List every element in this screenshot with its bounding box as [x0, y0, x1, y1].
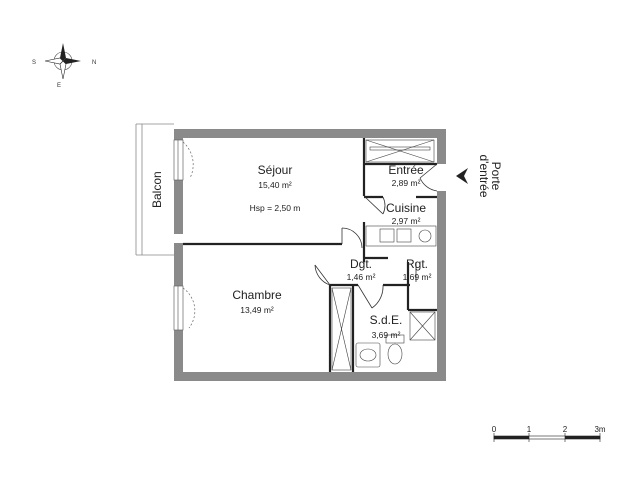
cuisine-name: Cuisine [386, 201, 426, 215]
cuisine-area: 2,97 m² [392, 216, 421, 226]
entree-area: 2,89 m² [392, 178, 421, 188]
balcony-label: Balcon [150, 171, 164, 208]
bedroom-closet [331, 287, 352, 371]
bathroom-fixtures [355, 311, 436, 368]
sde-name: S.d.E. [370, 313, 403, 327]
chambre-area: 13,49 m² [240, 305, 274, 315]
scale-tick-2: 2 [563, 425, 568, 434]
door-swings [314, 163, 438, 309]
entree-name: Entrée [388, 163, 424, 177]
balcony-outline [135, 123, 174, 256]
balcony-doors [173, 139, 196, 331]
compass-south-label: S [32, 60, 36, 66]
entrance-label-line2: d'entrée [477, 155, 491, 198]
rgt-area: 1,69 m² [403, 272, 432, 282]
sde-area: 3,69 m² [372, 330, 401, 340]
rgt-name: Rgt. [406, 257, 428, 271]
scale-tick-0: 0 [492, 425, 497, 434]
dgt-area: 1,46 m² [347, 272, 376, 282]
interior-walls [183, 138, 437, 372]
entrance-arrow-icon [456, 168, 468, 184]
kitchen-fixtures [365, 225, 437, 247]
chambre-name: Chambre [232, 288, 282, 302]
scale-tick-1: 1 [527, 425, 532, 434]
sejour-height: Hsp = 2,50 m [250, 203, 301, 213]
compass-north-label: N [92, 60, 96, 66]
scale-tick-3: 3m [594, 425, 605, 434]
sejour-name: Séjour [258, 163, 293, 177]
sejour-area: 15,40 m² [258, 180, 292, 190]
compass-east-label: E [57, 83, 61, 89]
dgt-name: Dgt. [350, 257, 372, 271]
scale-bar [493, 433, 601, 442]
entry-closet [365, 139, 435, 163]
compass-rose-icon [44, 43, 81, 80]
entrance-label-line1: Porte [489, 162, 503, 191]
